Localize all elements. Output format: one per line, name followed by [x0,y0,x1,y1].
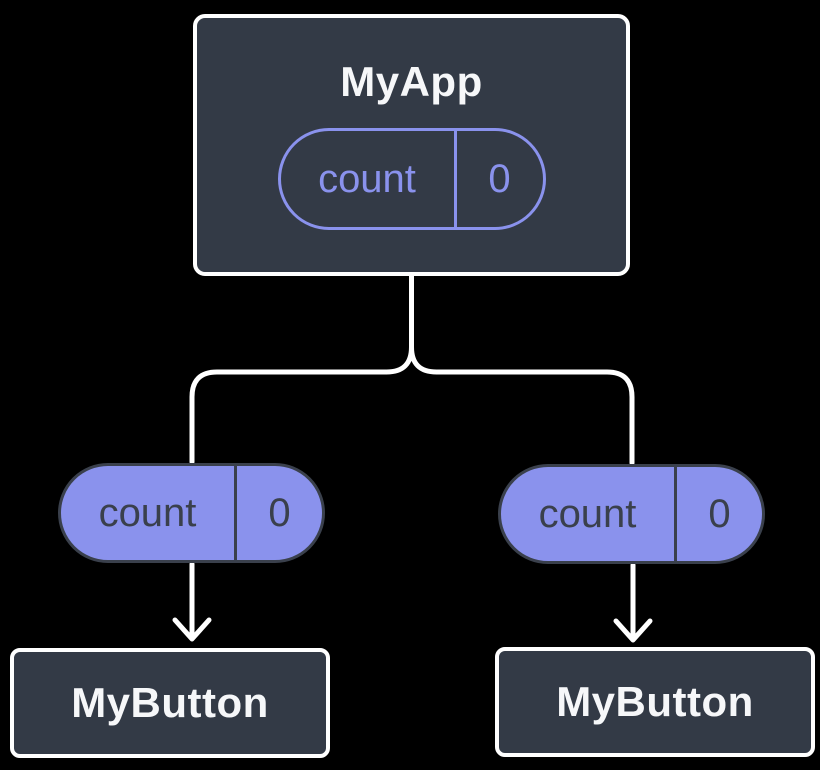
state-pill-myapp: count 0 [277,128,546,230]
prop-pill-left: count 0 [58,463,325,563]
prop-value: 0 [708,491,731,536]
node-mybutton-left: MyButton [10,648,330,758]
branch-line-left [189,273,414,465]
arrow-head-left-icon [172,617,212,642]
prop-name: count [61,466,237,560]
node-myapp: MyApp count 0 [193,14,630,276]
state-name: count [281,131,457,227]
arrow-head-right-icon [613,618,653,643]
state-value: 0 [488,156,511,201]
prop-value: 0 [268,490,291,535]
prop-pill-right: count 0 [498,464,765,564]
node-myapp-title: MyApp [340,58,483,105]
prop-name: count [501,467,677,561]
node-mybutton-title: MyButton [71,679,269,726]
node-mybutton-right: MyButton [495,647,815,757]
node-mybutton-title: MyButton [556,678,754,725]
branch-line-right [409,273,635,466]
